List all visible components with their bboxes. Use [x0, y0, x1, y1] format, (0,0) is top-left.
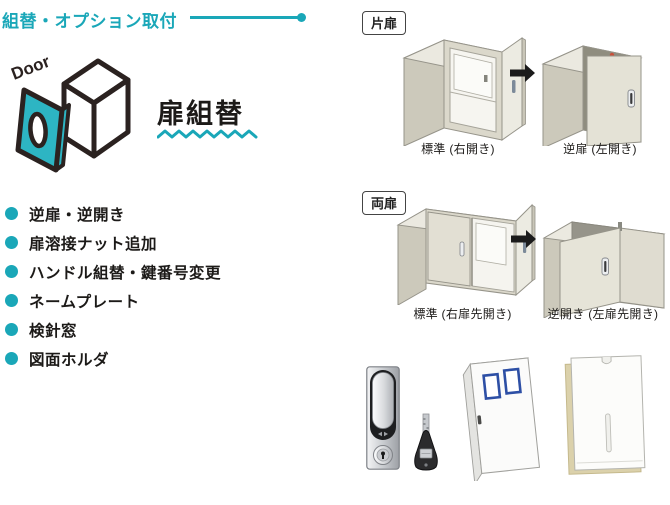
- list-item: 逆扉・逆開き: [5, 199, 221, 228]
- bullet-icon: [5, 236, 18, 249]
- wavy-underline-icon: [157, 129, 258, 139]
- section-header-title: 組替・オプション取付: [2, 12, 177, 31]
- option-label: 図面ホルダ: [29, 351, 110, 369]
- double-standard-caption: 標準 (右扉先開き): [413, 307, 512, 321]
- meter-window-pane: [502, 367, 522, 395]
- list-item: 図面ホルダ: [5, 344, 221, 373]
- bullet-icon: [5, 294, 18, 307]
- list-item: ネームプレート: [5, 286, 221, 315]
- door-cube-icon: Door: [9, 52, 131, 173]
- single-standard-caption: 標準 (右開き): [421, 142, 495, 156]
- list-item: ハンドル組替・鍵番号変更: [5, 257, 221, 286]
- meter-window-illustration: [462, 357, 541, 481]
- arrow-right-icon: [511, 230, 536, 248]
- single-reversed-caption: 逆扉 (左開き): [563, 142, 637, 156]
- cabinet-single-standard-illustration: [402, 37, 526, 146]
- list-item: 検針窓: [5, 315, 221, 344]
- door-icon-label: Door: [9, 52, 53, 84]
- option-label: ハンドル組替・鍵番号変更: [29, 264, 222, 282]
- cabinet-double-standard-illustration: [396, 203, 536, 305]
- drawing-holder-illustration: [564, 355, 646, 475]
- double-reversed-caption: 逆開き (左扉先開き): [547, 307, 659, 321]
- bullet-icon: [5, 323, 18, 336]
- bullet-icon: [5, 207, 18, 220]
- key-illustration: [414, 413, 438, 471]
- header-rule-line: [190, 16, 298, 19]
- double-door-tag: 両扉: [362, 191, 407, 215]
- handle-arrow-glyph: [378, 431, 382, 437]
- options-list: 逆扉・逆開き 扉溶接ナット追加 ハンドル組替・鍵番号変更 ネームプレート 検針窓…: [5, 199, 221, 373]
- option-label: 検針窓: [29, 322, 78, 340]
- option-label: 逆扉・逆開き: [29, 206, 126, 224]
- list-item: 扉溶接ナット追加: [5, 228, 221, 257]
- cabinet-single-reversed-illustration: [541, 45, 643, 146]
- bullet-icon: [5, 352, 18, 365]
- cabinet-double-reversed-illustration: [542, 221, 666, 318]
- arrow-right-icon: [510, 64, 535, 82]
- handle-lock-illustration: [366, 366, 400, 470]
- option-label: ネームプレート: [29, 293, 140, 311]
- option-label: 扉溶接ナット追加: [29, 235, 158, 253]
- meter-window-pane: [482, 372, 502, 401]
- door-reassembly-title: 扉組替: [157, 99, 244, 129]
- single-door-tag: 片扉: [362, 11, 407, 35]
- bullet-icon: [5, 265, 18, 278]
- header-rule-dot-icon: [297, 13, 306, 22]
